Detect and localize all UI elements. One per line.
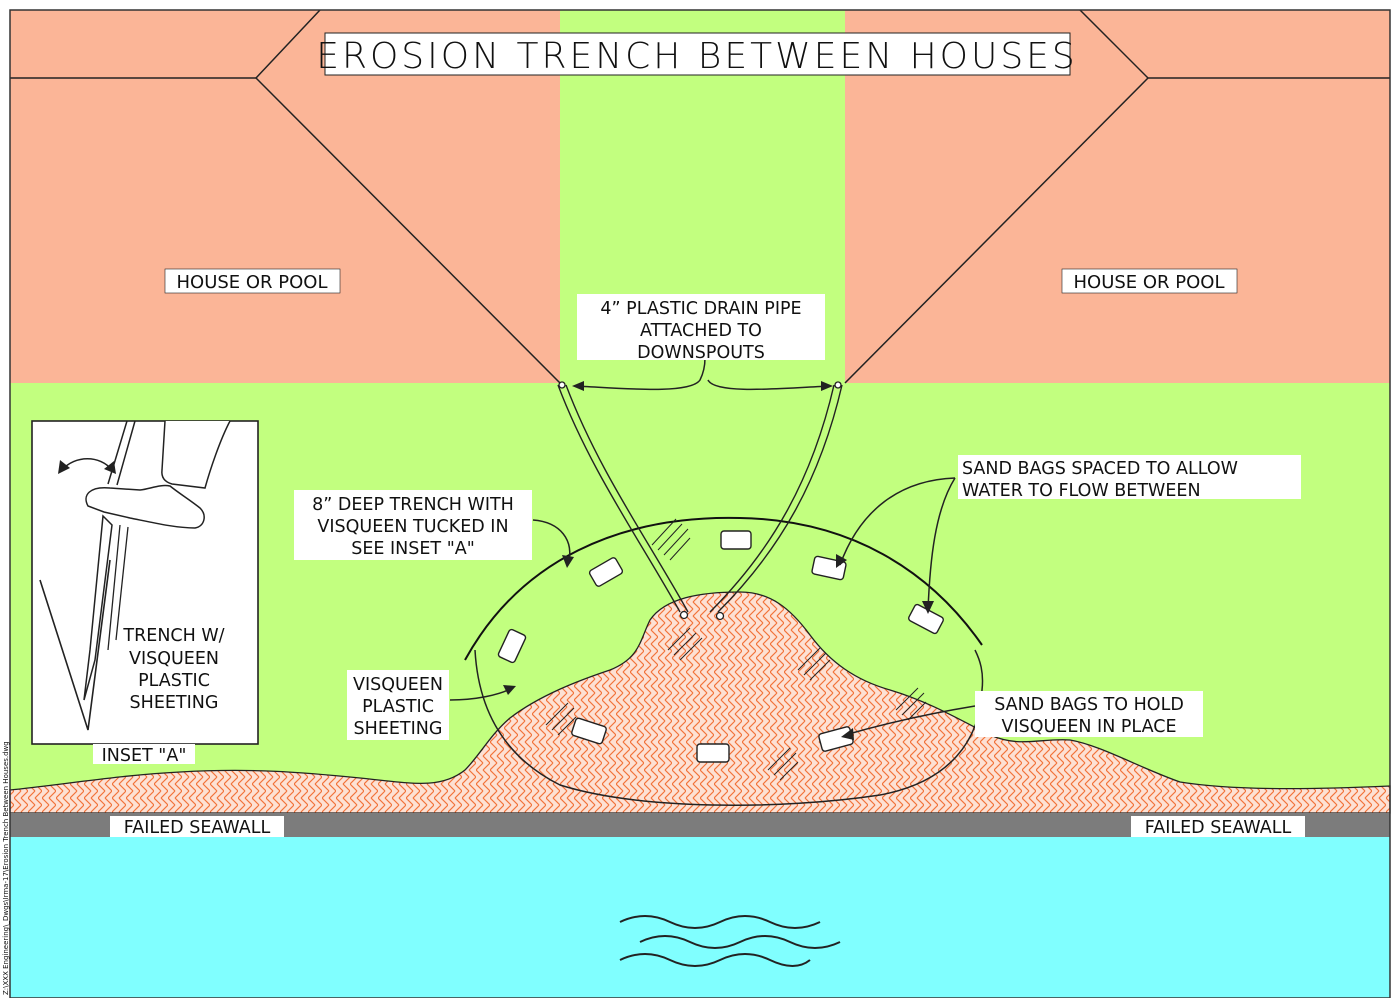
tear-marks — [545, 518, 927, 781]
sand-bags-hold-label-1: SAND BAGS TO HOLD — [994, 695, 1184, 715]
water — [10, 837, 1390, 998]
pipe-brace — [574, 357, 831, 391]
seawall-right-label: FAILED SEAWALL — [1145, 818, 1292, 838]
visqueen-sheeting — [474, 649, 984, 806]
sand-bags-hold-label-2: VISQUEEN IN PLACE — [1001, 717, 1176, 737]
title: EROSION TRENCH BETWEEN HOUSES — [316, 36, 1078, 77]
trench-label-1: 8” DEEP TRENCH WITH — [312, 495, 514, 515]
inset-label-2: VISQUEEN — [129, 649, 219, 669]
file-path: Z:\XXX Engineering\_Dwgs\Irma-17\Erosion… — [2, 741, 10, 995]
sand-bags-spaced-label-1: SAND BAGS SPACED TO ALLOW — [962, 459, 1238, 479]
title-box — [324, 32, 1071, 76]
trench-label-2: VISQUEEN TUCKED IN — [317, 517, 508, 537]
seawall-left-label: FAILED SEAWALL — [124, 818, 271, 838]
drain-pipe-label-2: ATTACHED TO — [640, 321, 762, 341]
trench-label-3: SEE INSET "A" — [351, 539, 475, 559]
inset-label-1: TRENCH W/ — [122, 626, 224, 646]
drain-pipe-label-3: DOWNSPOUTS — [637, 343, 765, 363]
wave-icon — [619, 915, 841, 967]
inset-label-4: SHEETING — [130, 693, 219, 713]
eroded-sand — [9, 591, 1391, 814]
roof-lines — [10, 9, 1390, 384]
visqueen-label-3: SHEETING — [354, 719, 443, 739]
house-right-label: HOUSE OR POOL — [1073, 272, 1224, 293]
leader-arrowheads — [503, 554, 934, 740]
visqueen-label-2: PLASTIC — [362, 697, 434, 717]
drain-pipes — [557, 384, 843, 613]
trench-arc — [464, 516, 983, 661]
inset-label-3: PLASTIC — [138, 671, 210, 691]
drain-pipe-label-1: 4” PLASTIC DRAIN PIPE — [600, 299, 801, 319]
inset-caption: INSET "A" — [102, 746, 187, 766]
sand-bags-spaced-label-2: WATER TO FLOW BETWEEN — [962, 481, 1201, 501]
house-left-label: HOUSE OR POOL — [176, 272, 327, 293]
visqueen-label-1: VISQUEEN — [353, 675, 443, 695]
